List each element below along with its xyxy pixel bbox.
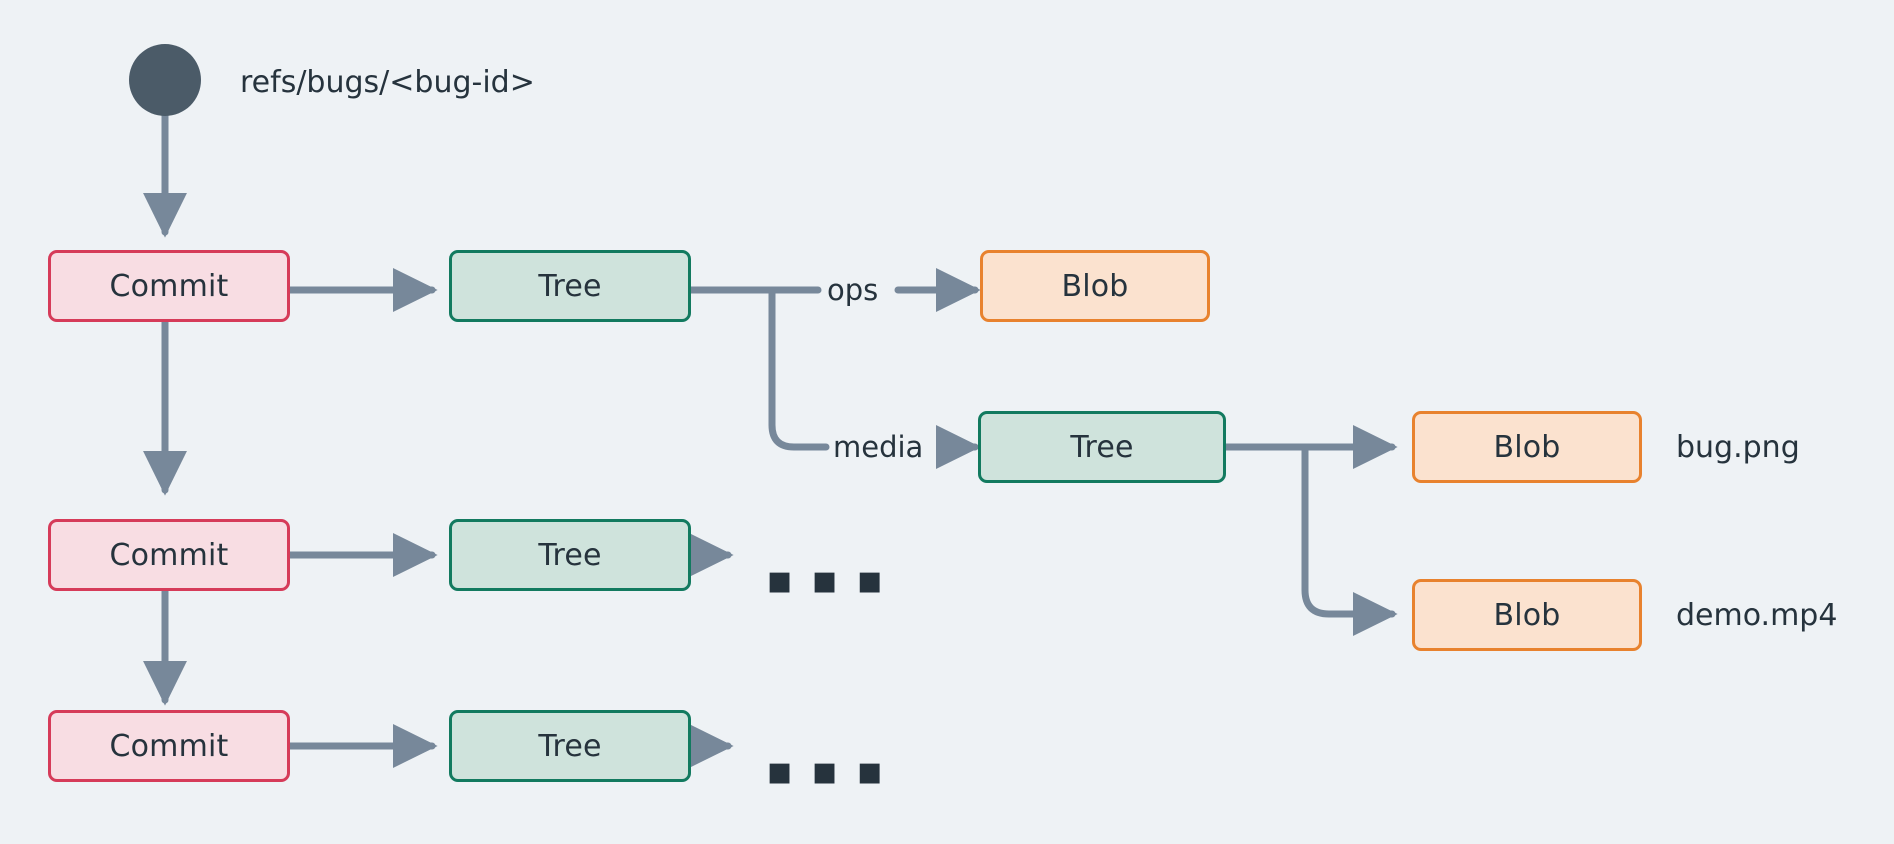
commit-node-label: Commit [109, 268, 229, 304]
tree-node-label: Tree [538, 537, 602, 573]
edge-tree1-media-stub [768, 286, 830, 451]
tree-node-1[interactable]: Tree [449, 250, 691, 322]
tree-node-2[interactable]: Tree [449, 519, 691, 591]
commit-node-label: Commit [109, 537, 229, 573]
blob-node-label: Blob [1493, 429, 1561, 465]
edge-label-media: media [830, 433, 927, 462]
tree-node-label: Tree [1070, 429, 1134, 465]
blob-node-ops[interactable]: Blob [980, 250, 1210, 322]
blob-filename-demo-mp4: demo.mp4 [1676, 598, 1838, 633]
blob-node-bug-png[interactable]: Blob [1412, 411, 1642, 483]
truncation-ellipsis-row2: ▪ ▪ ▪ [766, 557, 886, 603]
tree-node-media[interactable]: Tree [978, 411, 1226, 483]
commit-node-label: Commit [109, 728, 229, 764]
edge-tree4-to-blob3 [1301, 443, 1398, 637]
tree-node-3[interactable]: Tree [449, 710, 691, 782]
ref-pointer-dot[interactable] [129, 44, 201, 116]
blob-node-demo-mp4[interactable]: Blob [1412, 579, 1642, 651]
blob-node-label: Blob [1061, 268, 1129, 304]
blob-node-label: Blob [1493, 597, 1561, 633]
edge-label-ops: ops [824, 276, 882, 305]
commit-node-3[interactable]: Commit [48, 710, 290, 782]
ref-label: refs/bugs/<bug-id> [240, 65, 535, 100]
tree-node-label: Tree [538, 728, 602, 764]
commit-node-2[interactable]: Commit [48, 519, 290, 591]
tree-node-label: Tree [538, 268, 602, 304]
commit-node-1[interactable]: Commit [48, 250, 290, 322]
blob-filename-bug-png: bug.png [1676, 430, 1800, 465]
truncation-ellipsis-row3: ▪ ▪ ▪ [766, 748, 886, 794]
